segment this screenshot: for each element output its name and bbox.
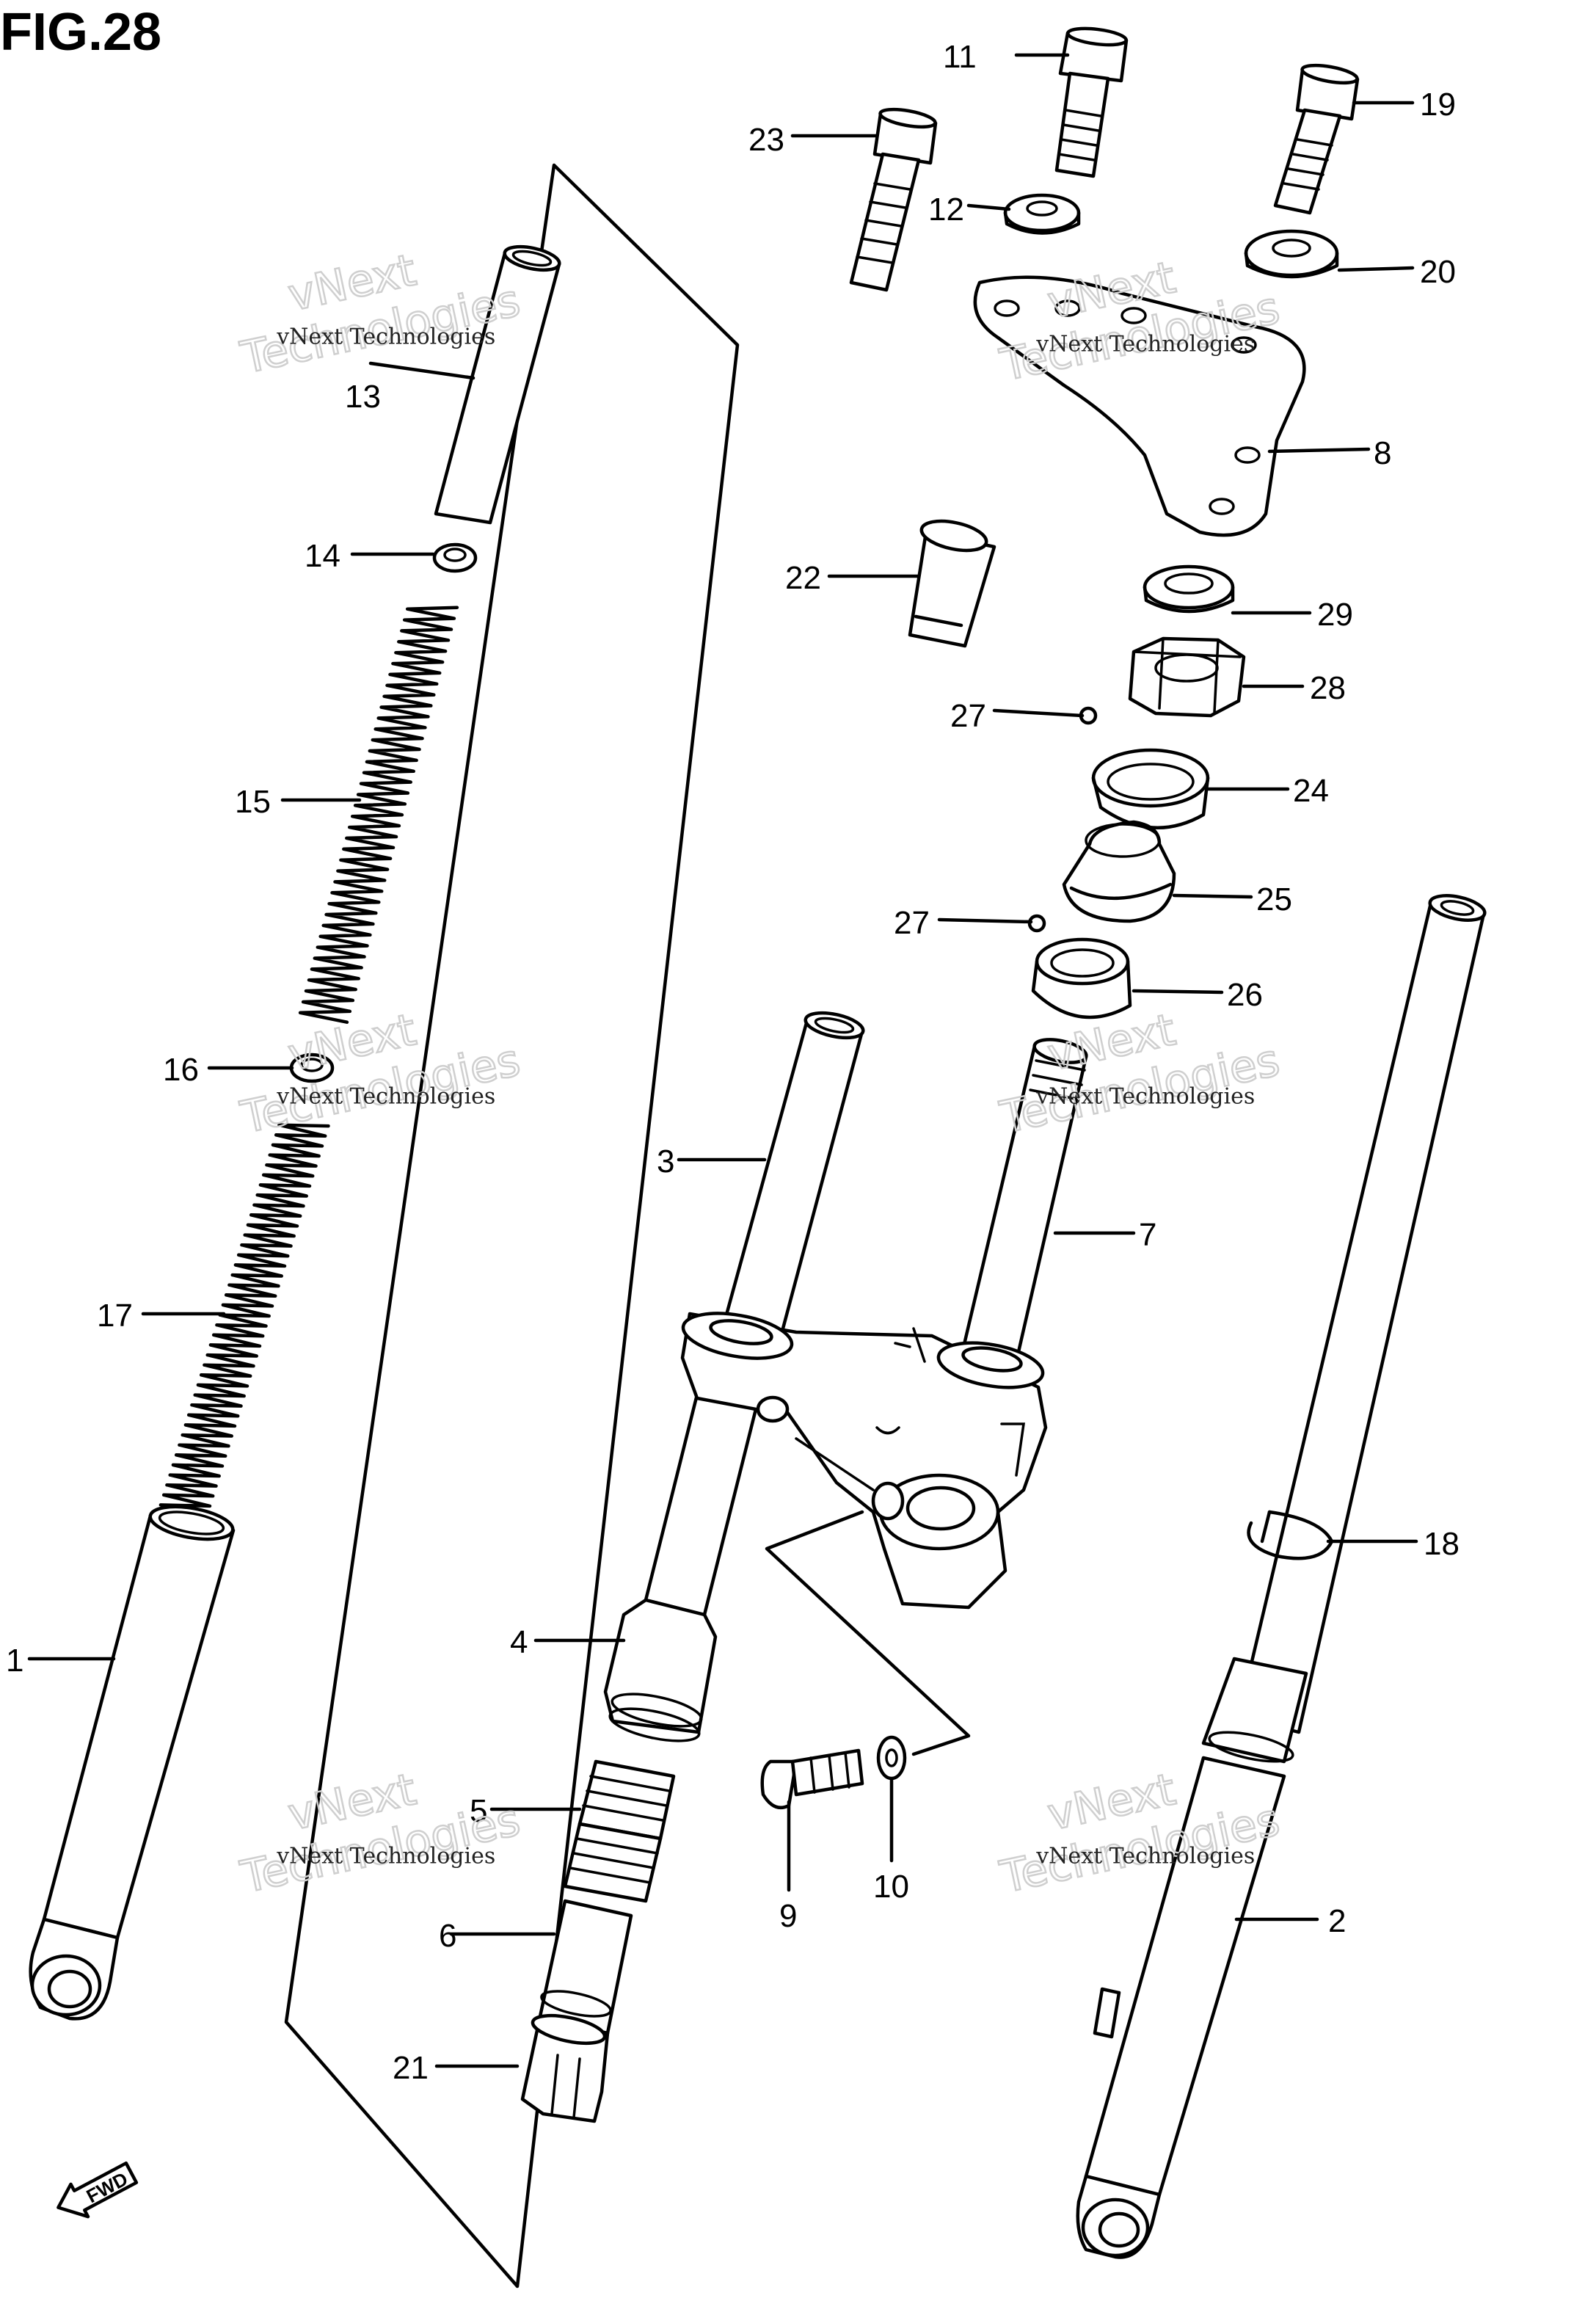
callout-4: 4 xyxy=(510,1624,528,1660)
svg-text:vNext Technologies: vNext Technologies xyxy=(276,1844,495,1869)
callout-9: 9 xyxy=(779,1898,797,1934)
part-11-bolt xyxy=(1054,26,1129,178)
svg-text:vNext Technologies: vNext Technologies xyxy=(276,1084,495,1110)
part-9-bolt xyxy=(760,1748,864,1810)
callout-1: 1 xyxy=(6,1643,23,1679)
callout-27-lower: 27 xyxy=(894,905,930,941)
fwd-arrow-icon: FWD xyxy=(57,2161,139,2219)
callout-15: 15 xyxy=(235,784,271,820)
callout-24: 24 xyxy=(1293,773,1329,809)
callout-7: 7 xyxy=(1139,1217,1156,1253)
part-4-inner-tube-lower xyxy=(603,1392,758,1742)
part-8-bracket-plate xyxy=(973,275,1306,537)
part-15-spring xyxy=(298,606,459,1024)
figure-title: FIG.28 xyxy=(0,3,161,62)
part-20-washer xyxy=(1244,229,1339,279)
part-14-spacer xyxy=(432,542,478,573)
part-7-steering-stem xyxy=(680,1038,1088,1610)
part-2-fork-leg-right xyxy=(1076,894,1487,2259)
callout-22: 22 xyxy=(785,560,821,596)
callout-5: 5 xyxy=(470,1793,487,1829)
svg-text:vNext Technologies: vNext Technologies xyxy=(276,324,495,350)
part-5-threaded-collar xyxy=(563,1759,676,1903)
callout-29: 29 xyxy=(1317,597,1353,633)
callout-28: 28 xyxy=(1310,670,1346,706)
part-6-lower-tube xyxy=(537,1899,633,2035)
watermark-5: vNext Technologies vNext Technologies xyxy=(236,1763,525,1905)
part-25-bearing-race xyxy=(1062,820,1176,923)
callout-6: 6 xyxy=(439,1918,456,1954)
part-26-bearing-race xyxy=(1031,937,1132,1019)
part-22-cap xyxy=(908,519,996,648)
callout-23: 23 xyxy=(748,122,784,158)
callout-10: 10 xyxy=(873,1869,909,1905)
callout-19: 19 xyxy=(1420,87,1456,123)
callout-12: 12 xyxy=(928,192,964,228)
leader-lines xyxy=(27,53,1418,2068)
callout-2: 2 xyxy=(1328,1903,1346,1939)
svg-text:vNext Technologies: vNext Technologies xyxy=(1035,332,1255,357)
callout-17: 17 xyxy=(97,1298,133,1334)
callout-26: 26 xyxy=(1227,977,1263,1013)
part-19-bolt xyxy=(1273,63,1360,215)
part-23-bolt xyxy=(849,107,938,292)
reference-line xyxy=(765,1510,971,1756)
part-1-outer-tube-left xyxy=(29,1505,236,2021)
part-13-pipe xyxy=(434,244,561,525)
part-18-clip xyxy=(1247,1510,1334,1560)
watermark-3: vNext Technologies vNext Technologies xyxy=(236,1003,525,1145)
part-28-hex-nut xyxy=(1128,636,1246,718)
svg-text:vNext Technologies: vNext Technologies xyxy=(1035,1844,1255,1869)
callout-25: 25 xyxy=(1256,881,1292,917)
callout-3: 3 xyxy=(657,1144,674,1179)
callout-13: 13 xyxy=(345,379,381,415)
part-17-spring xyxy=(156,1123,330,1528)
callout-21: 21 xyxy=(393,2050,429,2086)
callout-18: 18 xyxy=(1424,1526,1460,1562)
callout-27-upper: 27 xyxy=(950,698,986,734)
part-21-tip xyxy=(520,2013,610,2123)
part-29-lock-nut xyxy=(1143,564,1235,614)
part-10-washer xyxy=(876,1735,907,1781)
svg-text:vNext Technologies: vNext Technologies xyxy=(1035,1084,1255,1110)
callout-20: 20 xyxy=(1420,254,1456,290)
part-12-washer xyxy=(1003,193,1081,235)
part-24-bearing-race xyxy=(1091,748,1210,830)
callout-14: 14 xyxy=(305,538,340,574)
callout-11: 11 xyxy=(943,39,977,75)
part-3-inner-tube-upper xyxy=(715,1011,865,1364)
exploded-frame xyxy=(284,163,740,2289)
callout-8: 8 xyxy=(1374,435,1391,471)
callout-16: 16 xyxy=(163,1052,199,1088)
